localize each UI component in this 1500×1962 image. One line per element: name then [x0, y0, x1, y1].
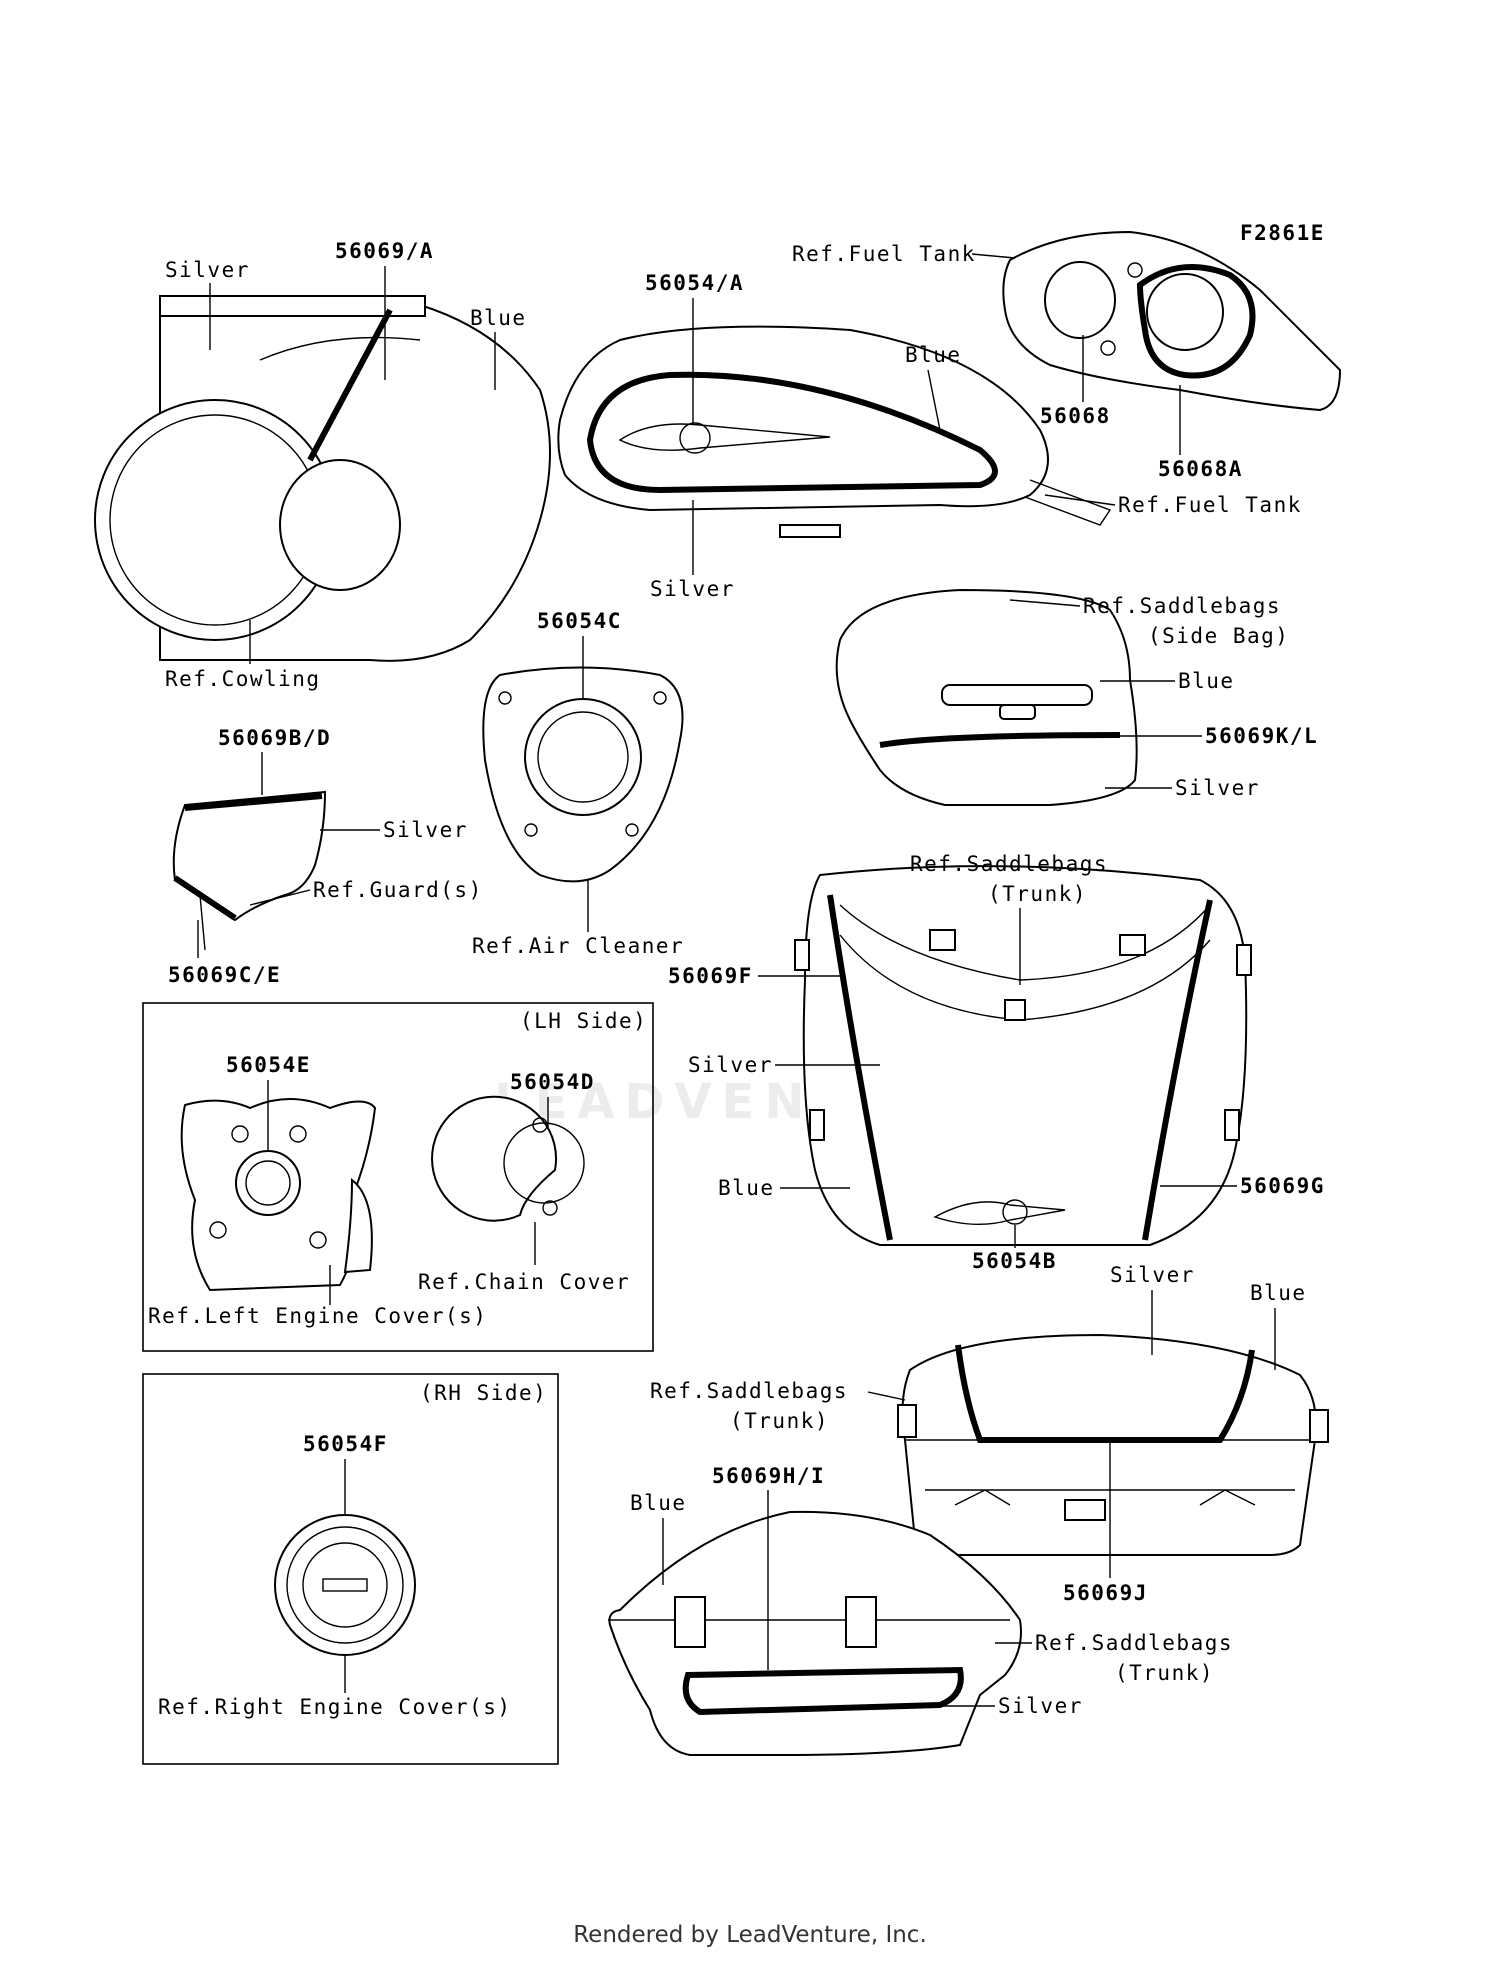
- air-cleaner-part: [482, 666, 684, 883]
- trunk-emblem-logo: [1002, 1199, 1028, 1225]
- lh-side-title: (LH Side): [520, 1009, 647, 1033]
- label-56054D: 56054D: [510, 1070, 595, 1094]
- saddlebag-side-part: [835, 588, 1138, 806]
- label-56054E: 56054E: [226, 1053, 311, 1077]
- rh-side-box: [142, 1373, 559, 1765]
- left-engine-cover-part: [180, 1098, 377, 1292]
- label-56069HI: 56069H/I: [712, 1464, 825, 1488]
- trunk-side-part: [608, 1510, 1022, 1756]
- label-ref-right-engine-covers: Ref.Right Engine Cover(s): [158, 1695, 512, 1719]
- label-silver-trunk-a: Silver: [688, 1053, 773, 1077]
- label-ref-fuel-tank-1: Ref.Fuel Tank: [792, 242, 976, 266]
- windshield-edge: [159, 295, 426, 317]
- trunk-lid-part: [794, 865, 1252, 1246]
- label-56069F: 56069F: [668, 964, 753, 988]
- rh-side-title: (RH Side): [420, 1381, 547, 1405]
- label-56069A: 56069/A: [335, 239, 434, 263]
- tank-emblem-logo: [679, 422, 711, 454]
- label-56069BD: 56069B/D: [218, 726, 331, 750]
- label-ref-saddlebags-trunk-b-2: (Trunk): [730, 1409, 829, 1433]
- label-blue-trunk-a: Blue: [718, 1176, 775, 1200]
- label-blue-cowl: Blue: [470, 306, 527, 330]
- label-ref-guards: Ref.Guard(s): [313, 878, 483, 902]
- label-56069CE: 56069C/E: [168, 963, 281, 987]
- label-blue-tank: Blue: [905, 343, 962, 367]
- label-ref-saddlebags-side-1: Ref.Saddlebags: [1083, 594, 1281, 618]
- tank-emblem-wing: [618, 423, 831, 451]
- fuel-gauge-opening: [1044, 261, 1116, 339]
- trunk-body-part: [897, 1333, 1329, 1556]
- label-56054C: 56054C: [537, 609, 622, 633]
- guard-part: [172, 790, 327, 951]
- label-silver-trunk-c: Silver: [998, 1694, 1083, 1718]
- label-ref-air-cleaner: Ref.Air Cleaner: [472, 934, 684, 958]
- label-silver-trunk-b: Silver: [1110, 1263, 1195, 1287]
- label-56068A: 56068A: [1158, 457, 1243, 481]
- label-blue-sidebag: Blue: [1178, 669, 1235, 693]
- trunk-hinge-left: [674, 1596, 706, 1648]
- trunk-hinge-right: [845, 1596, 877, 1648]
- label-56069G: 56069G: [1240, 1174, 1325, 1198]
- label-ref-saddlebags-trunk-b-1: Ref.Saddlebags: [650, 1379, 848, 1403]
- label-blue-trunk-c: Blue: [630, 1491, 687, 1515]
- label-56069KL: 56069K/L: [1205, 724, 1318, 748]
- label-blue-trunk-b: Blue: [1250, 1281, 1307, 1305]
- right-engine-cover-emblem-56054F: [286, 1526, 404, 1644]
- label-ref-saddlebags-side-2: (Side Bag): [1148, 624, 1289, 648]
- figure-code: F2861E: [1240, 221, 1325, 245]
- label-ref-saddlebags-trunk-a-2: (Trunk): [988, 882, 1087, 906]
- chain-cover-part: [431, 1095, 585, 1222]
- label-ref-chain-cover: Ref.Chain Cover: [418, 1270, 630, 1294]
- label-silver-tank: Silver: [650, 577, 735, 601]
- cowl-stripe-56069A: [307, 308, 393, 462]
- footer-credit: Rendered by LeadVenture, Inc.: [573, 1922, 927, 1948]
- lh-side-box: [142, 1002, 654, 1352]
- label-ref-saddlebags-trunk-c-1: Ref.Saddlebags: [1035, 1631, 1233, 1655]
- label-56068: 56068: [1040, 404, 1111, 428]
- label-56069J: 56069J: [1063, 1581, 1148, 1605]
- fuel-tank-part: [557, 325, 1112, 538]
- label-56054A: 56054/A: [645, 271, 744, 295]
- label-56054B: 56054B: [972, 1249, 1057, 1273]
- label-ref-saddlebags-trunk-a-1: Ref.Saddlebags: [910, 852, 1108, 876]
- right-engine-cover-part: [274, 1514, 416, 1656]
- label-ref-fuel-tank-2: Ref.Fuel Tank: [1118, 493, 1302, 517]
- label-silver-guard: Silver: [383, 818, 468, 842]
- trunk-emblem-wing: [933, 1201, 1066, 1226]
- label-silver-sidebag: Silver: [1175, 776, 1260, 800]
- label-ref-cowling: Ref.Cowling: [165, 667, 321, 691]
- label-ref-saddlebags-trunk-c-2: (Trunk): [1115, 1661, 1214, 1685]
- fuel-tank-side-part: [1002, 230, 1342, 412]
- label-ref-left-engine-covers: Ref.Left Engine Cover(s): [148, 1304, 487, 1328]
- label-silver-cowl: Silver: [165, 258, 250, 282]
- air-cleaner-emblem-56054C: [524, 698, 642, 816]
- label-56054F: 56054F: [303, 1432, 388, 1456]
- chain-cover-emblem-56054D: [503, 1122, 585, 1204]
- cowling-part: [94, 295, 551, 662]
- cowl-light-opening: [279, 459, 401, 591]
- sidebag-latch: [941, 684, 1093, 706]
